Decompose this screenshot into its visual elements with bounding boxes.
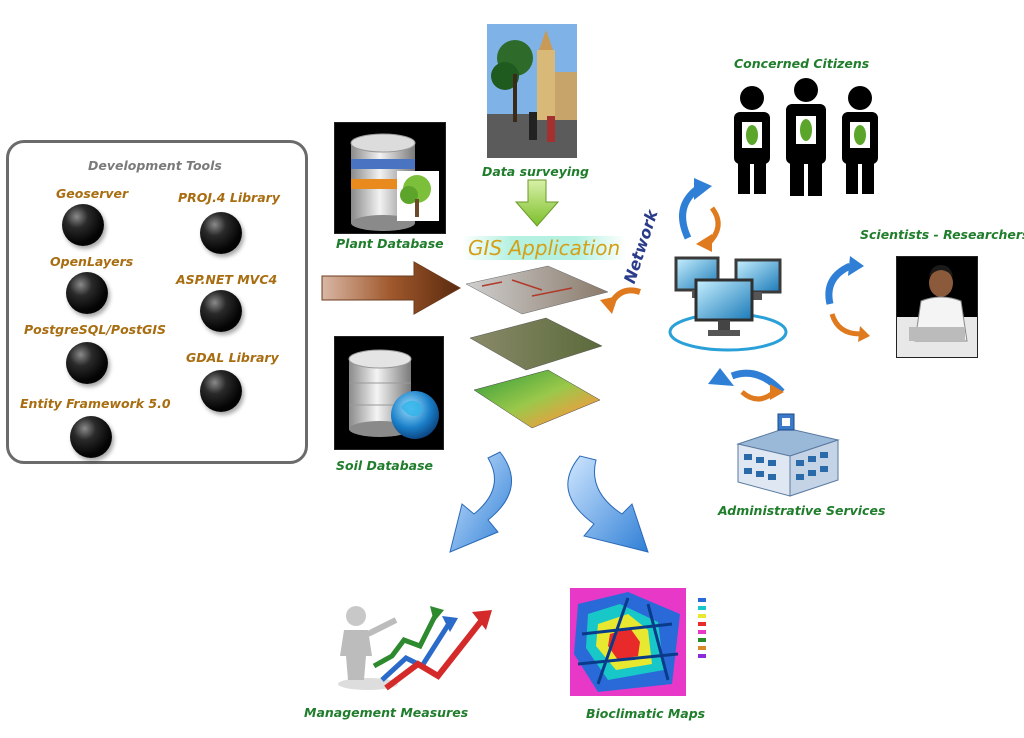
soil-database-label: Soil Database [336, 458, 434, 473]
aspnet-sphere-icon [200, 290, 242, 332]
tool-label-aspnet: ASP.NET MVC4 [176, 272, 278, 287]
scientists-label: Scientists - Researchers [860, 227, 1024, 242]
tool-label-geoserver: Geoserver [56, 186, 129, 201]
scientists-exchange-arrow-icon [825, 256, 870, 342]
output-arrow-right-icon [567, 455, 649, 553]
gis-application-title: GIS Application [462, 236, 627, 260]
management-chart-icon [338, 606, 492, 691]
gdal-sphere-icon [200, 370, 242, 412]
development-tools-panel [6, 140, 308, 464]
development-tools-title: Development Tools [88, 158, 222, 173]
network-computers-icon [656, 238, 796, 370]
tool-label-entity-framework: Entity Framework 5.0 [20, 396, 171, 411]
entity-framework-sphere-icon [70, 416, 112, 458]
administrative-services-label: Administrative Services [718, 503, 886, 518]
plant-database-label: Plant Database [336, 236, 444, 251]
openlayers-sphere-icon [66, 272, 108, 314]
geoserver-sphere-icon [62, 204, 104, 246]
tool-label-openlayers: OpenLayers [50, 254, 134, 269]
soil-database-icon [334, 336, 444, 450]
output-arrow-left-icon [449, 451, 513, 553]
administrative-building-icon [736, 413, 840, 497]
scientist-photo [896, 256, 978, 358]
citizens-people-icon [734, 78, 878, 196]
network-to-gis-arrow-icon [600, 287, 641, 314]
plant-database-icon [334, 122, 446, 234]
tool-label-proj4: PROJ.4 Library [178, 190, 280, 205]
down-arrow-green-icon [514, 179, 560, 227]
citizens-exchange-arrow-icon [679, 178, 721, 252]
gis-layers-stack-icon [465, 265, 609, 429]
tools-to-gis-arrow-icon [321, 261, 462, 315]
tool-label-postgresql: PostgreSQL/PostGIS [24, 322, 166, 337]
tool-label-gdal: GDAL Library [186, 350, 279, 365]
concerned-citizens-label: Concerned Citizens [734, 56, 870, 71]
postgresql-sphere-icon [66, 342, 108, 384]
data-surveying-photo [487, 24, 577, 158]
bioclimatic-maps-label: Bioclimatic Maps [586, 706, 706, 721]
admin-exchange-arrow-icon [708, 368, 785, 402]
management-measures-label: Management Measures [304, 705, 469, 720]
bioclimatic-map-thumbnail [568, 584, 728, 700]
proj4-sphere-icon [200, 212, 242, 254]
data-surveying-label: Data surveying [482, 164, 589, 179]
